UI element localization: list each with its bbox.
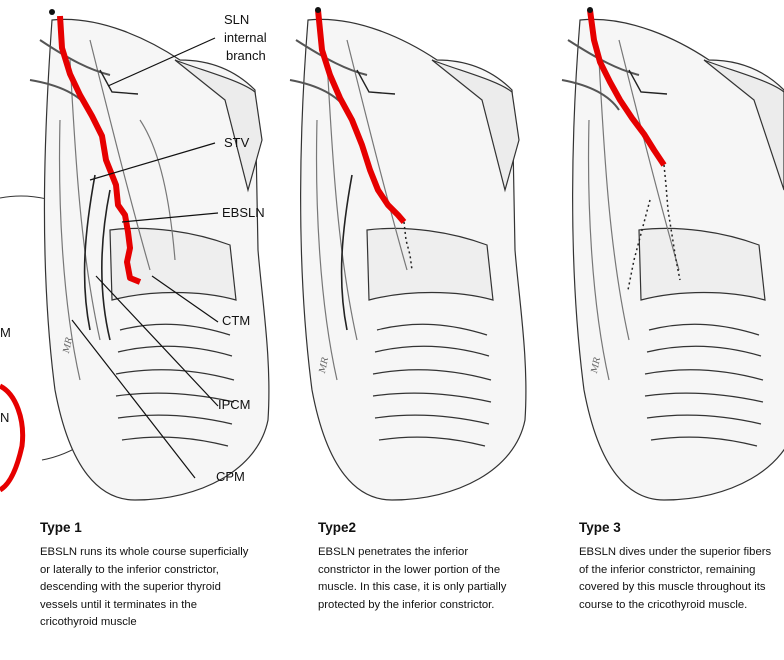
panel-3-illustration bbox=[562, 19, 784, 500]
type-3-title: Type 3 bbox=[579, 520, 621, 535]
edge-letter-m: M bbox=[0, 325, 11, 340]
label-stv: STV bbox=[224, 136, 249, 150]
type-2-line: EBSLN penetrates the inferior bbox=[318, 544, 558, 562]
label-ctm: CTM bbox=[222, 314, 250, 328]
label-cpm: CPM bbox=[216, 470, 245, 484]
type-2-line: protected by the inferior constrictor. bbox=[318, 597, 558, 615]
label-ebsln: EBSLN bbox=[222, 206, 265, 220]
type-1-description: EBSLN runs its whole course superficiall… bbox=[40, 544, 296, 632]
label-branch: branch bbox=[226, 49, 266, 63]
type-2-line: constrictor in the lower portion of the bbox=[318, 562, 558, 580]
type-1-line: cricothyroid muscle bbox=[40, 614, 296, 632]
type-3-line: of the inferior constrictor, remaining bbox=[579, 562, 784, 580]
panel-1-illustration bbox=[30, 19, 269, 500]
edge-letter-n: N bbox=[0, 410, 9, 425]
label-ipcm: IPCM bbox=[218, 398, 251, 412]
type-3-line: EBSLN dives under the superior fibers bbox=[579, 544, 784, 562]
type-1-line: or laterally to the inferior constrictor… bbox=[40, 562, 296, 580]
type-2-line: muscle. In this case, it is only partial… bbox=[318, 579, 558, 597]
panel-2-illustration bbox=[290, 19, 526, 500]
label-sln: SLN bbox=[224, 13, 249, 27]
type-1-line: vessels until it terminates in the bbox=[40, 597, 296, 615]
type-2-description: EBSLN penetrates the inferior constricto… bbox=[318, 544, 558, 614]
label-internal: internal bbox=[224, 31, 267, 45]
type-1-title: Type 1 bbox=[40, 520, 82, 535]
type-1-line: descending with the superior thyroid bbox=[40, 579, 296, 597]
type-3-line: covered by this muscle throughout its bbox=[579, 579, 784, 597]
type-2-title: Type2 bbox=[318, 520, 356, 535]
type-3-line: course to the cricothyroid muscle. bbox=[579, 597, 784, 615]
type-1-line: EBSLN runs its whole course superficiall… bbox=[40, 544, 296, 562]
type-3-description: EBSLN dives under the superior fibers of… bbox=[579, 544, 784, 614]
red-circle-mark bbox=[0, 386, 23, 490]
